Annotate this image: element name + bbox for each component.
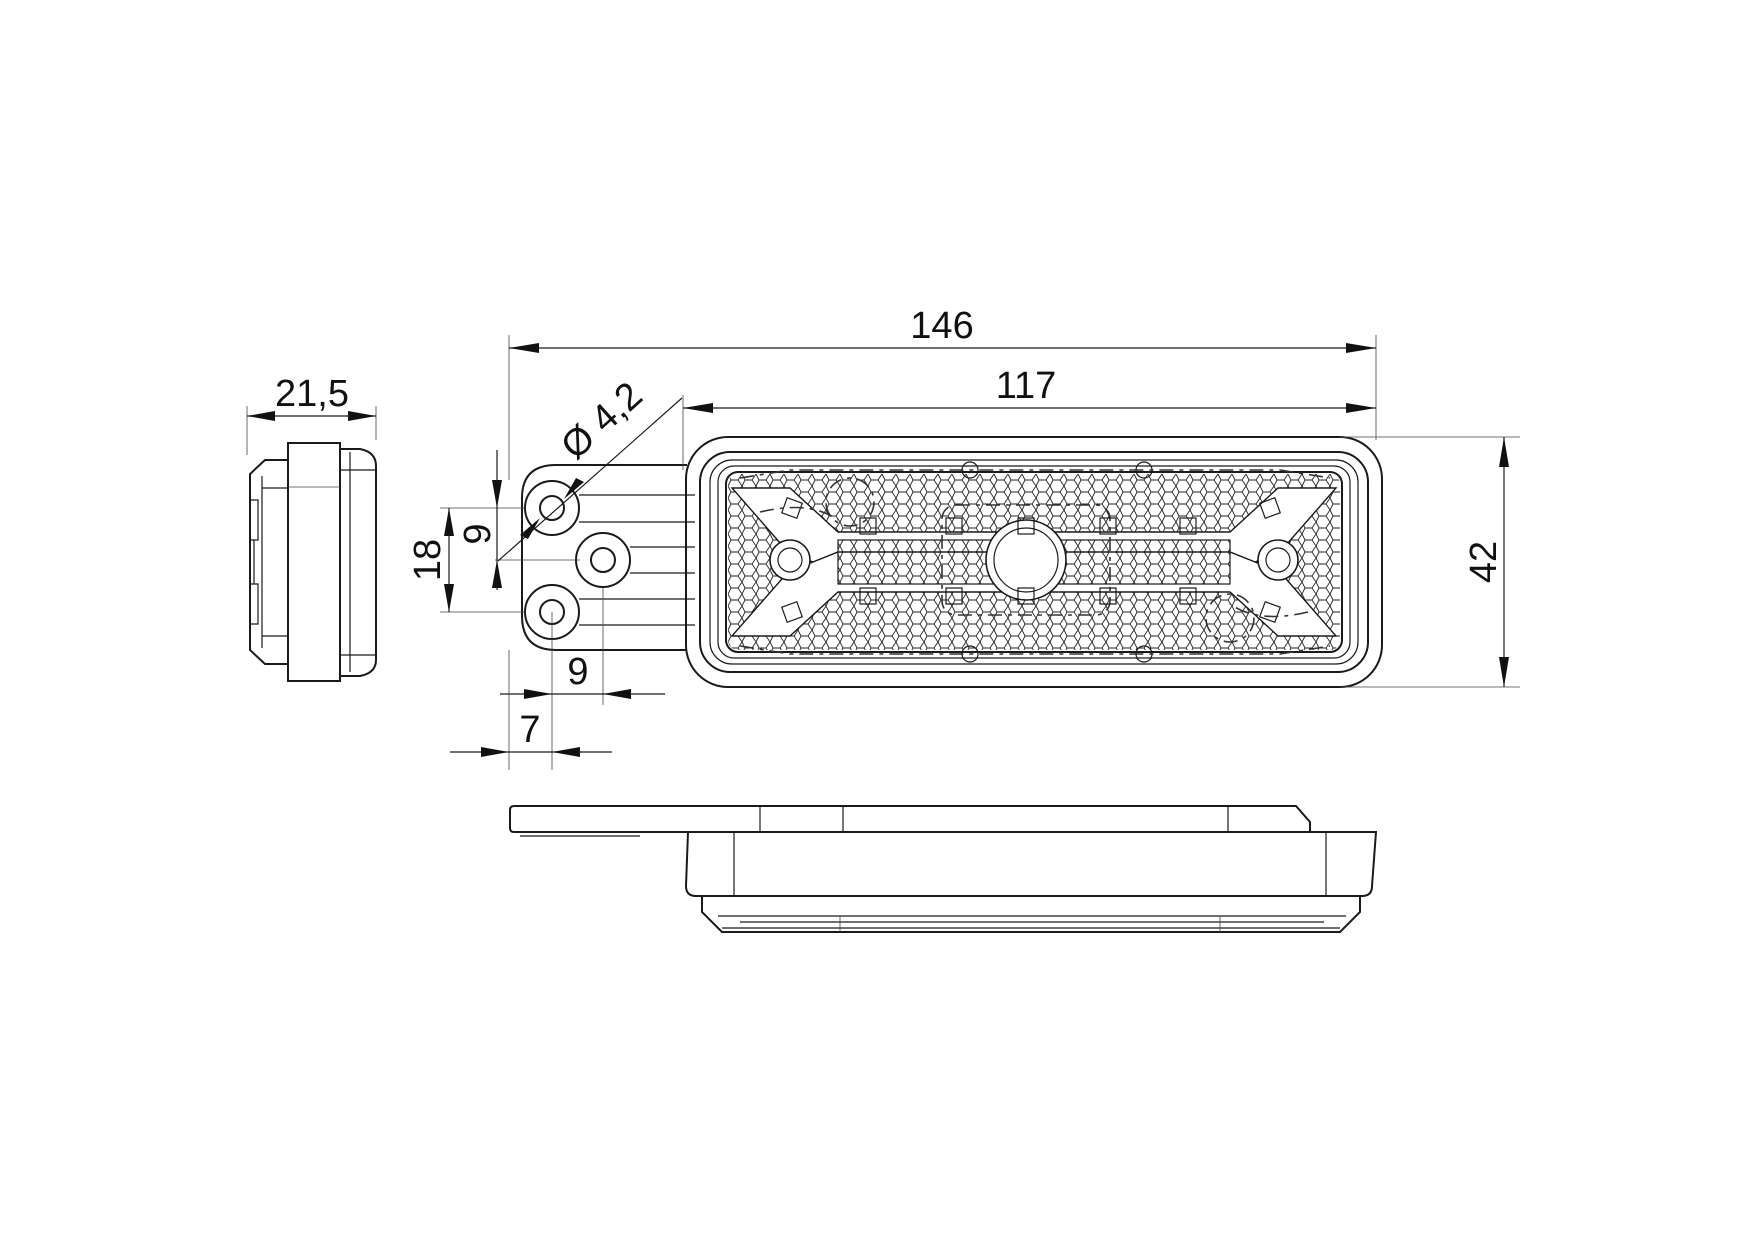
dimension-overall-length: 146 [508,305,1377,480]
dimension-hole-spacing-vertical-label: 18 [407,539,449,581]
dimension-hole-offset-vertical: 9 [457,450,580,590]
dimension-side-depth: 21,5 [246,373,377,455]
dimension-lens-length: 117 [682,365,1376,470]
dimension-height: 42 [1340,436,1520,688]
dimension-hole-edge-offset: 7 [450,650,612,770]
dimension-hole-offset-horizontal: 9 [500,588,665,770]
dimension-hole-diameter: Ø 4,2 [497,374,683,562]
dimension-lens-length-label: 117 [996,365,1057,407]
dimension-hole-offset-horizontal-label: 9 [567,651,588,693]
mounting-hole-middle [575,532,631,588]
front-view [521,436,1383,688]
dimension-hole-edge-offset-label: 7 [519,709,540,751]
dimension-hole-spacing-vertical: 18 [407,507,525,613]
dimension-hole-diameter-label: Ø 4,2 [553,374,650,467]
side-view [249,442,377,682]
dimension-hole-offset-vertical-label: 9 [457,523,499,544]
dimension-overall-length-label: 146 [910,305,973,347]
dimension-side-depth-label: 21,5 [275,373,349,415]
dimension-height-label: 42 [1463,541,1505,583]
bottom-view [509,805,1378,933]
led-markers [780,496,1282,624]
